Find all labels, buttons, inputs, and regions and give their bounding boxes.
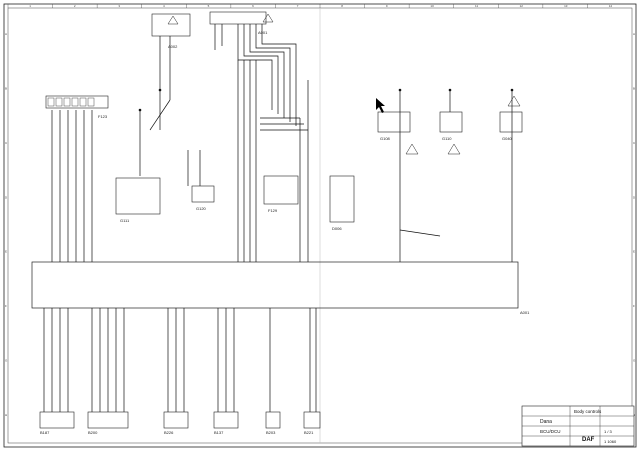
row-letter: D <box>633 195 636 199</box>
row-letter: F <box>5 304 7 308</box>
harness-wires <box>51 24 513 262</box>
svg-text:B187: B187 <box>40 430 50 435</box>
column-number: 7 <box>297 4 299 8</box>
warning-icon <box>167 15 179 25</box>
top-connector-a: A002 <box>151 13 191 49</box>
row-letter: D <box>5 195 8 199</box>
top-connector-b: A001 <box>209 11 274 35</box>
fuse-panel: F123 <box>45 95 109 119</box>
drawing-subtitle: BCU/DCU <box>540 429 561 434</box>
column-number: 13 <box>564 4 568 8</box>
column-number: 2 <box>74 4 76 8</box>
row-letter: C <box>5 141 8 145</box>
row-letter: H <box>5 413 7 417</box>
svg-text:A001: A001 <box>258 30 268 35</box>
module-boxes <box>115 111 523 223</box>
drawing-title: Body controls <box>574 409 602 414</box>
svg-text:B221: B221 <box>304 430 314 435</box>
sheet-number: 1 / 3 <box>604 429 613 434</box>
lower-wires <box>43 308 317 412</box>
svg-text:G110: G110 <box>442 136 452 141</box>
svg-text:B200: B200 <box>88 430 98 435</box>
svg-text:G040: G040 <box>502 136 513 141</box>
svg-text:G111: G111 <box>120 218 130 223</box>
row-letter: G <box>5 358 8 362</box>
supply-nodes <box>138 88 514 112</box>
row-letter: F <box>633 304 635 308</box>
main-bus: A001 <box>31 261 530 315</box>
svg-text:B137: B137 <box>214 430 224 435</box>
svg-text:D006: D006 <box>332 226 342 231</box>
svg-text:G120: G120 <box>196 206 207 211</box>
warning-icon <box>262 13 274 23</box>
company-logo: DAF <box>582 437 595 443</box>
column-number: 9 <box>386 4 388 8</box>
column-number: 11 <box>475 4 478 8</box>
column-number: 5 <box>208 4 210 8</box>
column-number: 8 <box>341 4 343 8</box>
row-letter: G <box>633 358 636 362</box>
row-letter: A <box>5 32 7 36</box>
bottom-components <box>39 411 321 429</box>
mouse-cursor-icon <box>376 98 385 113</box>
project-name: Dana <box>540 419 552 425</box>
row-letter: B <box>5 87 7 91</box>
column-number: 6 <box>252 4 254 8</box>
column-number: 4 <box>163 4 165 8</box>
svg-text:A002: A002 <box>168 44 178 49</box>
column-number: 1 <box>29 4 31 8</box>
svg-text:G108: G108 <box>380 136 391 141</box>
svg-text:B203: B203 <box>266 430 276 435</box>
row-letter: E <box>5 250 7 254</box>
svg-text:A001: A001 <box>520 310 530 315</box>
warning-icon <box>405 95 521 155</box>
svg-text:B226: B226 <box>164 430 174 435</box>
row-letter: C <box>633 141 636 145</box>
row-letter: B <box>633 87 635 91</box>
column-number: 3 <box>118 4 120 8</box>
row-letter: E <box>633 250 635 254</box>
column-number: 12 <box>520 4 524 8</box>
svg-text:F129: F129 <box>268 208 278 213</box>
row-letter: A <box>633 32 635 36</box>
column-number: 14 <box>609 4 613 8</box>
svg-text:F123: F123 <box>98 114 108 119</box>
document-number: 1 1060 <box>604 439 617 444</box>
title-block: Dana Body controls BCU/DCU DAF 1 / 3 1 1… <box>521 405 635 447</box>
column-number: 10 <box>430 4 434 8</box>
